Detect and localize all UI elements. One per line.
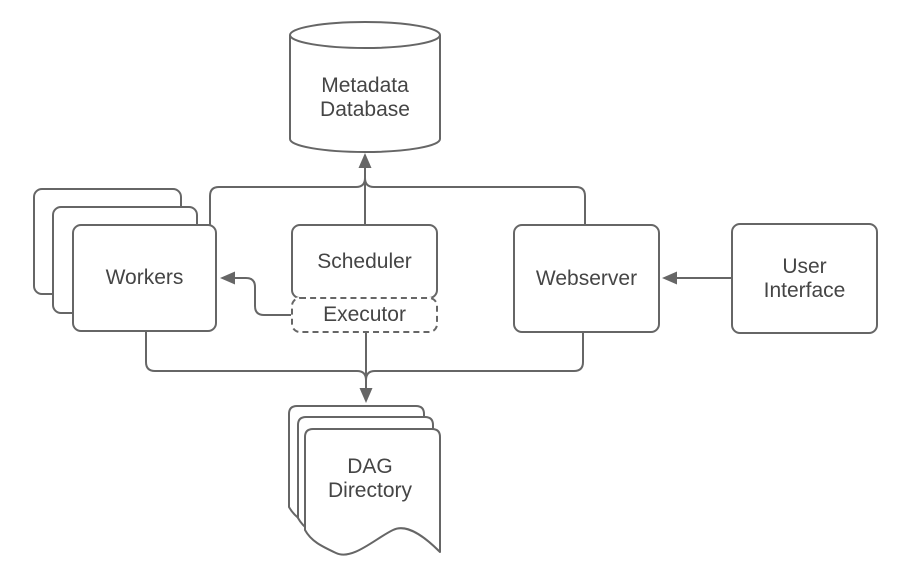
- connector-bottom-right: [365, 331, 584, 381]
- user-interface-label-line2: Interface: [763, 278, 846, 302]
- connector-bottom-left: [145, 330, 367, 381]
- connector-top-right: [364, 177, 586, 226]
- metadata-database-cylinder-rim: [289, 34, 441, 49]
- connector-executor-to-workers: [234, 277, 292, 316]
- metadata-database-label-line1: Metadata: [321, 74, 409, 97]
- executor-label: Executor: [323, 303, 406, 326]
- executor-box: Executor: [291, 297, 438, 333]
- workers-label: Workers: [105, 266, 184, 289]
- scheduler-label: Scheduler: [317, 249, 412, 273]
- arrowhead-into-database: [358, 153, 372, 168]
- arrowhead-into-workers: [220, 271, 235, 285]
- user-interface-label-line1: User: [782, 254, 827, 278]
- dag-directory-label-line2: Directory: [327, 479, 412, 502]
- arrowhead-into-webserver: [662, 271, 677, 285]
- scheduler-box: Scheduler: [291, 224, 438, 299]
- user-interface-box: User Interface: [731, 223, 878, 334]
- metadata-database-label: Metadata Database: [290, 74, 440, 122]
- connector-top-left: [209, 177, 366, 226]
- metadata-database-label-line2: Database: [320, 98, 410, 121]
- dag-directory-label: DAG Directory: [300, 455, 440, 503]
- arrowhead-into-dag-directory: [359, 388, 373, 403]
- workers-box: Workers: [72, 224, 217, 332]
- metadata-database-cylinder: [289, 21, 441, 153]
- webserver-label: Webserver: [535, 266, 638, 290]
- dag-directory-doc-front: [304, 428, 441, 556]
- dag-directory-label-line1: DAG: [347, 455, 393, 478]
- user-interface-label: User Interface: [764, 255, 846, 303]
- webserver-box: Webserver: [513, 224, 660, 333]
